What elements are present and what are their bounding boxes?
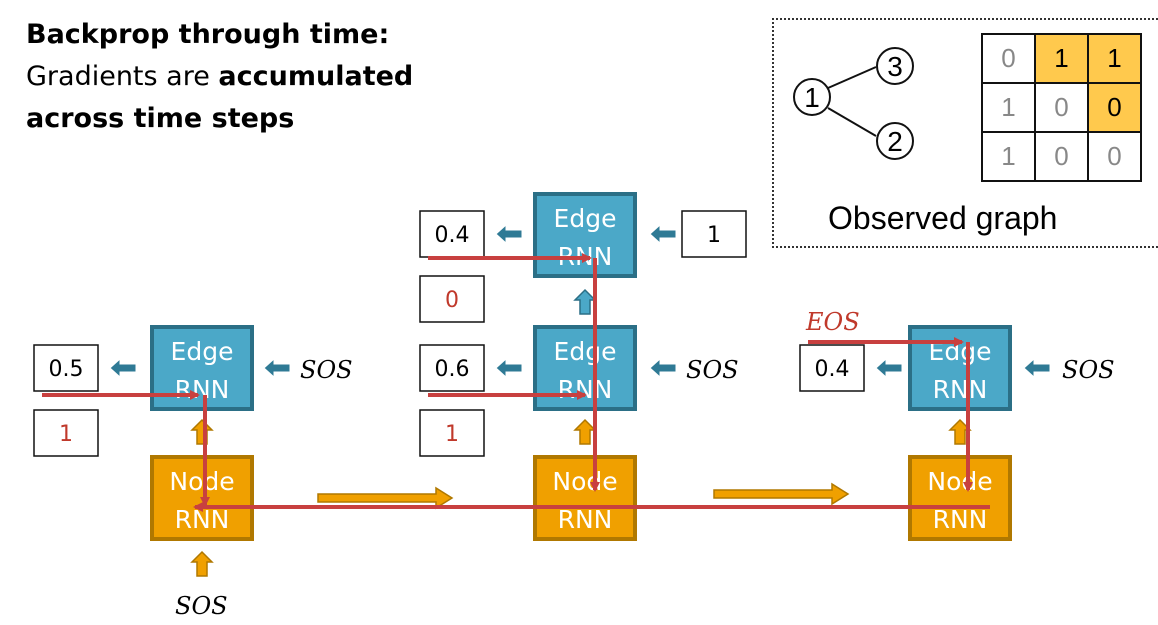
output-box (799, 344, 865, 392)
target-value: 1 (59, 422, 73, 447)
title-line2-plain: Gradients are (26, 61, 219, 92)
edge-rnn-label: Edge (554, 204, 617, 233)
matrix-cell: 1 (1034, 33, 1089, 84)
left-arrow-icon (1023, 357, 1051, 379)
node-rnn-label: RNN (933, 505, 988, 534)
blue-arrows (109, 223, 1051, 379)
graph-node-1-label: 1 (804, 82, 820, 113)
left-arrow-icon (649, 357, 677, 379)
up-arrow-icon (573, 418, 597, 445)
matrix-cell: 0 (1087, 131, 1142, 182)
left-arrow-icon (263, 357, 291, 379)
left-arrow-icon (649, 223, 677, 245)
backprop-arrows (42, 253, 990, 512)
matrix-cell: 0 (1034, 82, 1089, 133)
eos-token: EOS (805, 308, 860, 336)
sos-token: SOS (1062, 356, 1115, 384)
target-value: 0 (445, 288, 459, 313)
node-rnn-label: Node (927, 467, 992, 496)
output-box (419, 344, 485, 392)
edge-rnn-label: Edge (554, 337, 617, 366)
edge-rnn-label: Edge (171, 337, 234, 366)
target-box (33, 409, 99, 457)
edge-rnn-3: Edge RNN (908, 325, 1012, 411)
slide-title: Backprop through time: Gradients are acc… (26, 14, 413, 140)
graph-node-3-label: 3 (887, 51, 903, 82)
right-arrow-icon (317, 486, 454, 510)
matrix-cell: 0 (1034, 131, 1089, 182)
left-arrow-icon (875, 357, 903, 379)
up-arrow-icon (190, 418, 214, 445)
matrix-cell: 1 (981, 82, 1036, 133)
matrix-cell: 0 (981, 33, 1036, 84)
node-rnn-label: Node (552, 467, 617, 496)
node-rnn-label: RNN (558, 505, 613, 534)
sos-token: SOS (175, 592, 228, 620)
sos-token: SOS (686, 356, 739, 384)
node-rnn-1: Node RNN (150, 455, 254, 541)
adjacency-matrix: 0 1 1 1 0 0 1 0 0 (981, 33, 1142, 182)
target-box (419, 275, 485, 323)
target-value: 1 (445, 422, 459, 447)
graph-edge-1-2 (827, 107, 877, 137)
sos-token: SOS (300, 356, 353, 384)
edge-rnn-1: Edge RNN (150, 325, 254, 411)
output-box (33, 344, 99, 392)
edge-rnn-label: RNN (175, 375, 230, 404)
node-rnn-3: Node RNN (908, 455, 1012, 541)
up-arrow-icon (573, 288, 597, 315)
graph-node-2-label: 2 (887, 126, 903, 157)
left-arrow-icon (495, 357, 523, 379)
output-value: 0.4 (815, 357, 850, 382)
left-arrow-icon (495, 223, 523, 245)
input-value: 1 (707, 223, 721, 248)
output-value: 0.6 (435, 357, 470, 382)
title-line2-bold: accumulated (218, 61, 414, 92)
title-line1: Backprop through time: (26, 19, 390, 50)
up-arrow-icon (190, 550, 214, 577)
matrix-cell: 1 (981, 131, 1036, 182)
output-box (419, 210, 485, 258)
graph-node-3 (876, 47, 914, 85)
observed-graph-label: Observed graph (828, 200, 1058, 236)
output-value: 0.4 (435, 223, 470, 248)
target-box (419, 409, 485, 457)
edge-rnn-2-top: Edge RNN (533, 192, 637, 278)
up-arrows (190, 288, 972, 577)
right-arrow-icon (713, 482, 850, 506)
left-arrow-icon (109, 357, 137, 379)
node-rnn-label: Node (169, 467, 234, 496)
node-rnn-2: Node RNN (533, 455, 637, 541)
node-rnn-label: RNN (175, 505, 230, 534)
edge-rnn-label: RNN (933, 375, 988, 404)
observed-graph: 1 2 3 (793, 47, 914, 160)
graph-edge-1-3 (827, 66, 877, 89)
matrix-cell: 0 (1087, 82, 1142, 133)
input-box (681, 210, 747, 258)
observed-graph-panel (772, 18, 1158, 248)
graph-node-1 (793, 78, 831, 116)
matrix-cell: 1 (1087, 33, 1142, 84)
output-value: 0.5 (49, 357, 84, 382)
graph-node-2 (876, 122, 914, 160)
title-line3: across time steps (26, 103, 295, 134)
edge-rnn-label: RNN (558, 375, 613, 404)
hidden-state-arrows (317, 482, 850, 510)
